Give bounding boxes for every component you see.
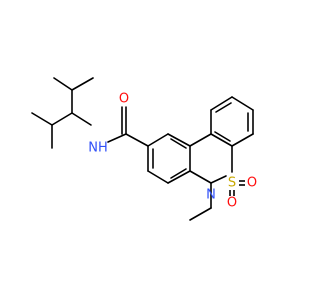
sulfonyl-oxygen-label-2: O [227,196,237,211]
ring-nitrogen-label: N [206,188,216,203]
atom-labels: O NH N S O O [88,92,257,211]
sulfonyl-oxygen-label-1: O [247,176,257,191]
bonds [31,77,254,221]
molecule-structure-diagram: O NH N S O O [31,77,257,221]
sulfonyl-double-bonds [229,180,245,196]
amide-nitrogen-label: NH [88,141,108,156]
amide-oxygen-label: O [119,92,129,107]
sulfur-label: S [228,176,236,191]
